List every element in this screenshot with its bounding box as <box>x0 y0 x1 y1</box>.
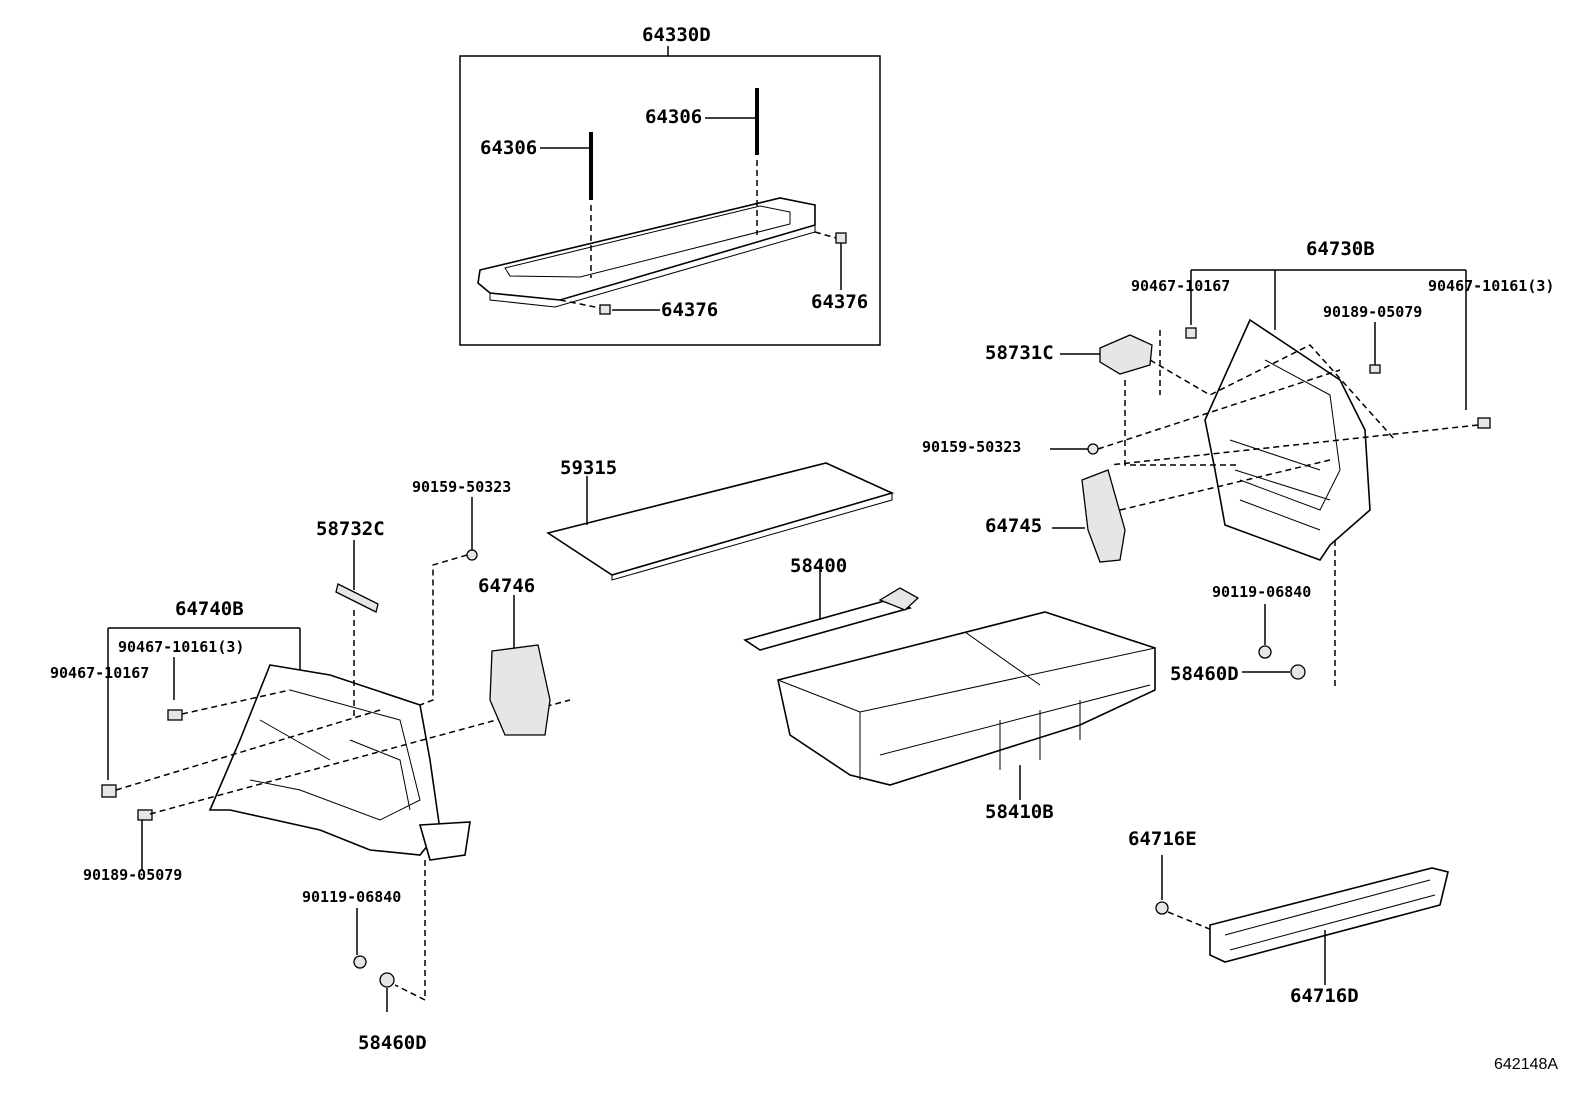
label-64716E: 64716E <box>1128 828 1197 850</box>
right-bracket-64745 <box>1081 469 1126 563</box>
tray-clip-left <box>599 304 611 315</box>
deck-board-box <box>777 611 1156 800</box>
label-58732C: 58732C <box>316 518 385 540</box>
left-bolt-90119 <box>353 955 367 969</box>
label-64730B: 64730B <box>1306 238 1375 260</box>
label-90467-10167-left: 90467-10167 <box>50 664 150 682</box>
right-screw <box>1087 443 1099 455</box>
left-nut-58460D <box>379 972 395 988</box>
right-cover-cap <box>1099 334 1153 375</box>
package-tray-panel <box>477 197 816 301</box>
rear-sill-plate <box>1209 867 1449 963</box>
label-64376-left: 64376 <box>661 299 719 321</box>
label-90119-06840-right: 90119-06840 <box>1212 583 1312 601</box>
package-tray-assembly-group <box>459 46 881 346</box>
left-retainer-58732C <box>335 583 379 613</box>
right-nut-58460D <box>1290 664 1306 680</box>
label-59315: 59315 <box>560 457 618 479</box>
right-clip-b <box>1477 417 1491 429</box>
right-side-trim-group <box>1050 269 1491 690</box>
label-90467-10161-right: 90467-10161(3) <box>1428 277 1555 295</box>
tray-clip-right <box>835 232 847 244</box>
label-64376-right: 64376 <box>811 291 869 313</box>
right-bolt <box>1369 364 1381 374</box>
label-90467-10161-left: 90467-10161(3) <box>118 638 245 656</box>
label-58460D-left: 58460D <box>358 1032 427 1054</box>
label-64716D: 64716D <box>1290 985 1359 1007</box>
left-clip-a <box>167 709 183 721</box>
sill-clip-64716E <box>1155 901 1169 915</box>
label-58731C: 58731C <box>985 342 1054 364</box>
rear-sill-group <box>1155 855 1449 985</box>
label-64740B: 64740B <box>175 598 244 620</box>
label-64330D: 64330D <box>642 24 711 46</box>
label-90159-50323-right: 90159-50323 <box>922 438 1022 456</box>
label-90467-10167-right: 90467-10167 <box>1131 277 1231 295</box>
label-90189-05079-left: 90189-05079 <box>83 866 183 884</box>
label-90189-05079-right: 90189-05079 <box>1323 303 1423 321</box>
left-side-trim-group <box>101 497 571 1012</box>
right-bolt-90119 <box>1258 645 1272 659</box>
label-58460D-right: 58460D <box>1170 663 1239 685</box>
label-64306-left: 64306 <box>480 137 538 159</box>
left-side-trim-panel <box>208 664 441 856</box>
document-id: 642148A <box>1494 1056 1559 1073</box>
label-64306-right: 64306 <box>645 106 703 128</box>
left-screw-90159 <box>466 549 478 561</box>
label-64745: 64745 <box>985 515 1043 537</box>
left-clip-b <box>101 784 117 798</box>
label-58410B: 58410B <box>985 801 1054 823</box>
right-clip-a <box>1185 327 1197 339</box>
support-strip <box>743 597 912 651</box>
label-64746: 64746 <box>478 575 536 597</box>
left-bracket-64746 <box>489 644 551 736</box>
label-90159-50323-left: 90159-50323 <box>412 478 512 496</box>
left-bolt-90189 <box>137 809 153 821</box>
label-58400: 58400 <box>790 555 848 577</box>
label-90119-06840-left: 90119-06840 <box>302 888 402 906</box>
